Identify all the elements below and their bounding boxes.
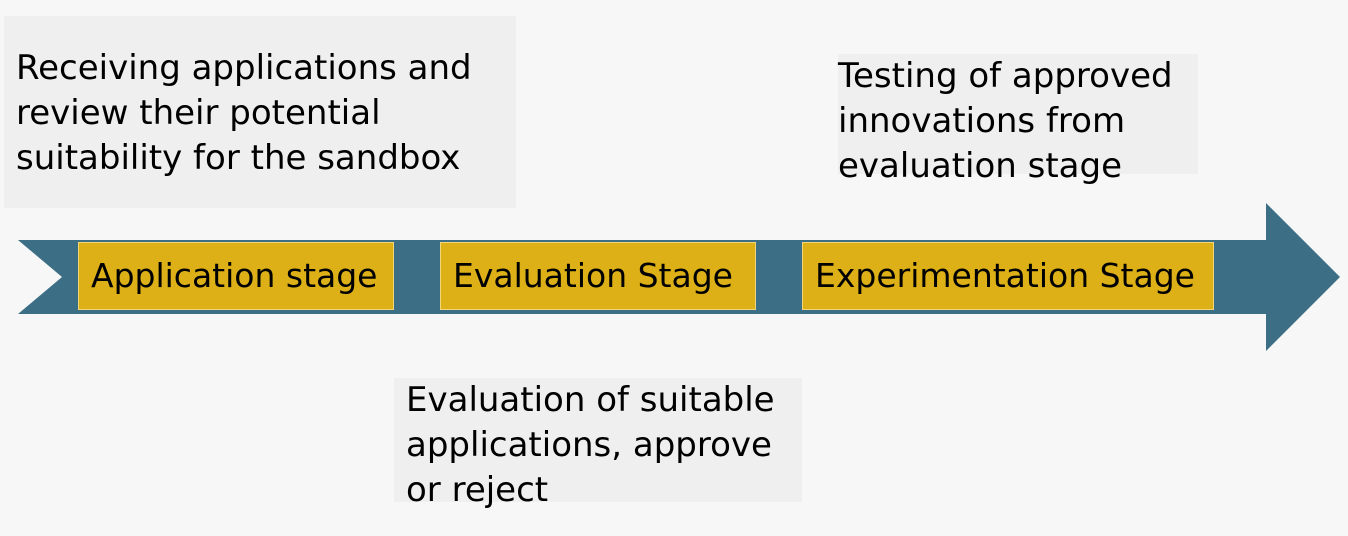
note-evaluation: Evaluation of suitable applications, app… [394, 378, 802, 510]
stage-experimentation: Experimentation Stage [802, 242, 1214, 310]
note-application: Receiving applications and review their … [4, 16, 516, 208]
note-experimentation: Testing of approved innovations from eva… [838, 54, 1198, 186]
stage-application: Application stage [78, 242, 394, 310]
stage-evaluation: Evaluation Stage [440, 242, 756, 310]
